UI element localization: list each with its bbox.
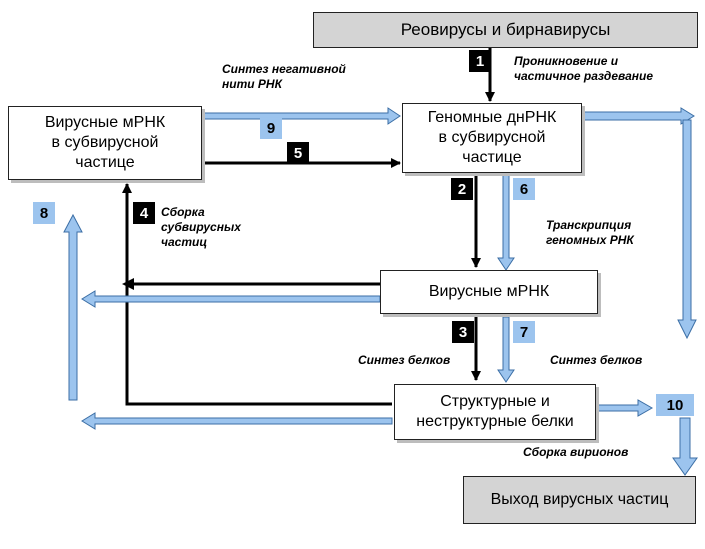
arrow-right-down bbox=[677, 119, 697, 340]
node-reoviruses-label: Реовирусы и бирнавирусы bbox=[400, 20, 611, 39]
step-badge-1: 1 bbox=[469, 50, 491, 72]
arrow-7 bbox=[497, 316, 515, 383]
arrow-6 bbox=[497, 174, 515, 271]
node-proteins: Структурные и неструктурные белки bbox=[394, 384, 596, 440]
arrow-genomic-right bbox=[583, 107, 695, 125]
arrow-4-assembly bbox=[122, 183, 392, 406]
note-negative-strand-synthesis: Синтез негативной нити РНК bbox=[222, 62, 346, 91]
node-exit: Выход вирусных частиц bbox=[463, 476, 696, 524]
note-protein-synthesis-left: Синтез белков bbox=[358, 353, 451, 367]
step-badge-3: 3 bbox=[452, 321, 474, 343]
step-badge-2: 2 bbox=[451, 178, 473, 200]
step-badge-5: 5 bbox=[287, 142, 309, 164]
step-badge-10: 10 bbox=[656, 394, 694, 416]
arrow-10-exit bbox=[672, 417, 698, 476]
step-badge-9: 9 bbox=[260, 117, 282, 139]
note-entry: Проникновение и частичное раздевание bbox=[514, 54, 654, 83]
node-proteins-label: Структурные и неструктурные белки bbox=[416, 393, 574, 430]
step-badge-8: 8 bbox=[33, 202, 55, 224]
note-transcription: Транскрипция геномных РНК bbox=[546, 218, 634, 247]
arrow-9 bbox=[202, 107, 401, 125]
node-viral-mrna-label: Вирусные мРНК bbox=[428, 283, 550, 300]
step-badge-7: 7 bbox=[513, 321, 535, 343]
node-viral-mrna-subviral-label: Вирусные мРНК в субвирусной частице bbox=[44, 114, 166, 171]
dark-arrows bbox=[122, 48, 495, 406]
note-protein-synthesis-right: Синтез белков bbox=[550, 353, 643, 367]
light-arrows bbox=[63, 107, 698, 476]
note-virion-assembly: Сборка вирионов bbox=[523, 445, 629, 459]
arrow-mrna-left bbox=[81, 290, 381, 308]
step-badge-6: 6 bbox=[513, 178, 535, 200]
node-viral-mrna: Вирусные мРНК bbox=[380, 270, 598, 314]
node-viral-mrna-subviral: Вирусные мРНК в субвирусной частице bbox=[8, 106, 202, 180]
arrow-proteins-left bbox=[81, 412, 393, 430]
arrow-proteins-right bbox=[596, 399, 654, 417]
step-badge-4: 4 bbox=[133, 202, 155, 224]
node-exit-label: Выход вирусных частиц bbox=[490, 491, 669, 508]
note-subviral-assembly: Сборка субвирусных частиц bbox=[161, 205, 241, 249]
node-genomic-dsrna-label: Геномные днРНК в субвирусной частице bbox=[427, 109, 557, 166]
node-reoviruses: Реовирусы и бирнавирусы bbox=[313, 12, 698, 48]
arrow-8 bbox=[63, 213, 83, 401]
node-genomic-dsrna: Геномные днРНК в субвирусной частице bbox=[402, 103, 582, 173]
arrowhead-mrna-left-dark bbox=[122, 278, 134, 290]
